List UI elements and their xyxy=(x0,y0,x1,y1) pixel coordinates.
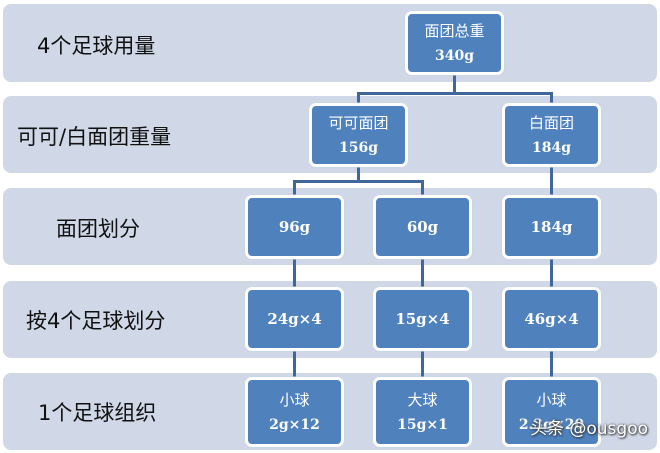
connector xyxy=(421,349,424,379)
connector xyxy=(421,180,424,197)
connector xyxy=(550,349,553,379)
node-value: 15g×1 xyxy=(397,417,448,433)
connector xyxy=(550,257,553,289)
row-label-dough-split: 面团划分 xyxy=(56,217,140,241)
node-title: 可可面团 xyxy=(328,114,389,132)
connector xyxy=(293,180,424,183)
node-ball-small-2g: 小球 2g×12 xyxy=(245,377,344,447)
row-label-one-ball: 1个足球组织 xyxy=(38,401,157,425)
connector xyxy=(293,180,296,197)
connector xyxy=(357,92,360,105)
node-value: 2g×12 xyxy=(269,417,320,433)
connector xyxy=(421,257,424,289)
row-label-ball-usage: 4个足球用量 xyxy=(37,34,156,58)
node-ball-large-15g: 大球 15g×1 xyxy=(373,377,472,447)
node-title: 大球 xyxy=(407,391,438,409)
connector xyxy=(550,92,553,105)
node-cocoa-dough: 可可面团 156g xyxy=(309,103,408,167)
node-per4-24g: 24g×4 xyxy=(245,287,344,351)
node-value: 184g xyxy=(530,218,573,236)
row-label-split-by-4: 按4个足球划分 xyxy=(26,309,166,333)
node-total-dough: 面团总重 340g xyxy=(405,11,504,75)
node-split-96g: 96g xyxy=(245,195,344,259)
node-value: 340g xyxy=(434,48,474,64)
connector xyxy=(293,257,296,289)
row-band-ball-usage xyxy=(3,4,657,82)
connector xyxy=(357,92,553,95)
node-value: 60g xyxy=(406,218,439,236)
node-value: 184g xyxy=(531,140,571,156)
node-value: 24g×4 xyxy=(267,310,322,328)
connector xyxy=(293,349,296,379)
connector xyxy=(453,74,456,94)
node-value: 2.3g×20 xyxy=(518,417,585,433)
connector xyxy=(357,165,360,182)
watermark: 头条 @ousgoo xyxy=(529,419,648,439)
connector xyxy=(550,165,553,197)
node-value: 96g xyxy=(278,218,311,236)
node-white-dough: 白面团 184g xyxy=(502,103,601,167)
node-title: 白面团 xyxy=(528,114,574,132)
node-split-60g: 60g xyxy=(373,195,472,259)
node-value: 15g×4 xyxy=(395,310,450,328)
node-per4-46g: 46g×4 xyxy=(502,287,601,351)
node-per4-15g: 15g×4 xyxy=(373,287,472,351)
node-value: 156g xyxy=(338,140,378,156)
node-value: 46g×4 xyxy=(524,310,579,328)
row-label-dough-weight: 可可/白面团重量 xyxy=(17,125,172,149)
node-title: 小球 xyxy=(279,391,310,409)
node-title: 小球 xyxy=(536,391,567,409)
node-title: 面团总重 xyxy=(424,22,485,40)
node-ball-small-2-3g: 小球 2.3g×20 xyxy=(502,377,601,447)
node-split-184g: 184g xyxy=(502,195,601,259)
